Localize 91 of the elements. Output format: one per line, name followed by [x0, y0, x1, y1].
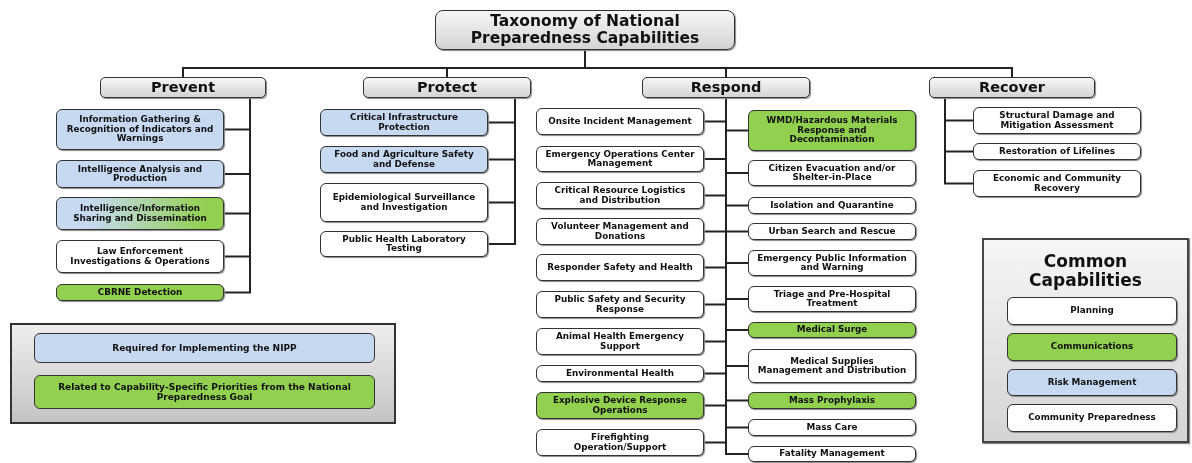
capability-label: Mass Care: [806, 422, 858, 433]
capability-label: Urban Search and Rescue: [768, 226, 896, 237]
capability-label: Public Safety and Security Response: [553, 295, 687, 314]
capability-box: [56, 109, 224, 150]
capability-label: Medical Surge: [796, 325, 868, 335]
legend-label: Required for Implementing the NIPP: [112, 342, 297, 354]
common-capabilities-panel: [982, 238, 1189, 443]
capability-box: [973, 170, 1141, 197]
capability-box: [748, 446, 916, 462]
capability-label: Emergency Public Information and Warning: [757, 253, 907, 273]
capability-label: WMD/Hazardous Materials Response and Decontamination: [765, 116, 899, 145]
capability-label: Structural Damage and Mitigation Assessment: [998, 111, 1116, 130]
capability-label: Communications: [1050, 342, 1134, 352]
capability-box: [536, 429, 704, 456]
category-label: Prevent: [150, 79, 216, 96]
capability-box: [748, 197, 916, 214]
capability-box: [748, 110, 916, 151]
capability-label: Restoration of Lifelines: [999, 146, 1115, 157]
capability-label: Environmental Health: [566, 368, 674, 379]
title-box: [435, 10, 735, 50]
category-box: [642, 77, 810, 98]
category-box: [363, 77, 531, 98]
capability-label: Intelligence/Information Sharing and Dissemination: [72, 204, 208, 223]
capability-box: [748, 322, 916, 338]
capability-box: [536, 146, 704, 172]
capability-label: Intelligence Analysis and Production: [76, 164, 204, 184]
capability-label: Critical Infrastructure Protection: [349, 113, 459, 132]
capability-box: [536, 254, 704, 281]
capability-box: [1007, 333, 1177, 361]
category-label: Respond: [690, 79, 762, 96]
connector-line: [944, 97, 974, 185]
capability-label: Mass Prophylaxis: [788, 395, 876, 406]
capability-label: Firefighting Operation/Support: [572, 433, 668, 452]
capability-label: Risk Management: [1047, 377, 1137, 388]
connector-line: [487, 97, 516, 245]
capability-box: [536, 365, 704, 382]
capability-label: Onsite Incident Management: [548, 116, 692, 127]
capability-box: [1007, 404, 1177, 432]
capability-label: Explosive Device Response Operations: [551, 396, 689, 415]
capability-box: [320, 231, 488, 257]
capability-box: [320, 146, 488, 173]
capability-box: [536, 182, 704, 209]
connector-line: [223, 97, 251, 294]
capability-label: Public Health Laboratory Testing: [341, 234, 467, 254]
capability-box: [56, 197, 224, 230]
capability-box: [56, 240, 224, 273]
capability-label: CBRNE Detection: [97, 287, 183, 298]
capability-label: Epidemiological Surveillance and Investigation: [331, 193, 477, 212]
category-box: [100, 77, 266, 98]
capability-label: Animal Health Emergency Support: [554, 332, 685, 351]
capability-label: Food and Agriculture Safety and Defense: [333, 150, 475, 169]
box-label: Taxonomy of National Preparedness Capabilities: [469, 12, 701, 48]
category-box: [929, 77, 1095, 98]
category-label: Recover: [979, 79, 1045, 96]
capability-box: [748, 419, 916, 436]
capability-box: [748, 250, 916, 276]
capability-box: [320, 183, 488, 222]
capability-label: Triage and Pre-Hospital Treatment: [772, 289, 892, 309]
capability-label: Isolation and Quarantine: [770, 200, 894, 211]
capability-box: [536, 108, 704, 135]
capability-label: Emergency Operations Center Management: [545, 149, 695, 169]
capability-label: Fatality Management: [779, 449, 885, 459]
capability-box: [536, 218, 704, 245]
capability-label: Law Enforcement Investigations & Operations: [69, 247, 211, 266]
capability-box: [973, 107, 1141, 134]
capability-box: [320, 109, 488, 136]
capability-label: Critical Resource Logistics and Distribution: [553, 186, 687, 205]
capability-label: Volunteer Management and Donations: [550, 222, 690, 241]
capability-box: [748, 286, 916, 312]
capability-box: [536, 392, 704, 419]
category-label: Protect: [416, 79, 477, 96]
capability-box: [1007, 369, 1177, 396]
capability-box: [748, 392, 916, 409]
capability-label: Planning: [1070, 306, 1114, 316]
capability-box: [748, 223, 916, 240]
capability-box: [973, 143, 1141, 160]
capability-box: [56, 160, 224, 188]
capability-label: Economic and Community Recovery: [992, 174, 1122, 193]
capability-box: [1007, 297, 1177, 325]
capability-box: [748, 349, 916, 383]
capability-label: Citizen Evacuation and/or Shelter-in-Place: [767, 163, 897, 183]
panel-heading: Common Capabilities: [1028, 252, 1143, 290]
capability-box: [56, 284, 224, 301]
capability-label: Community Preparedness: [1028, 413, 1156, 423]
capability-label: Medical Supplies Management and Distribution: [757, 356, 907, 376]
capability-label: Information Gathering & Recognition of Indicators and Warnings: [65, 115, 215, 144]
capability-box: [536, 291, 704, 318]
capability-box: [536, 328, 704, 355]
legend-label: Related to Capability-Specific Priorities from the National Preparedness Goal: [57, 381, 352, 403]
capability-label: Responder Safety and Health: [547, 262, 693, 273]
capability-box: [748, 160, 916, 186]
